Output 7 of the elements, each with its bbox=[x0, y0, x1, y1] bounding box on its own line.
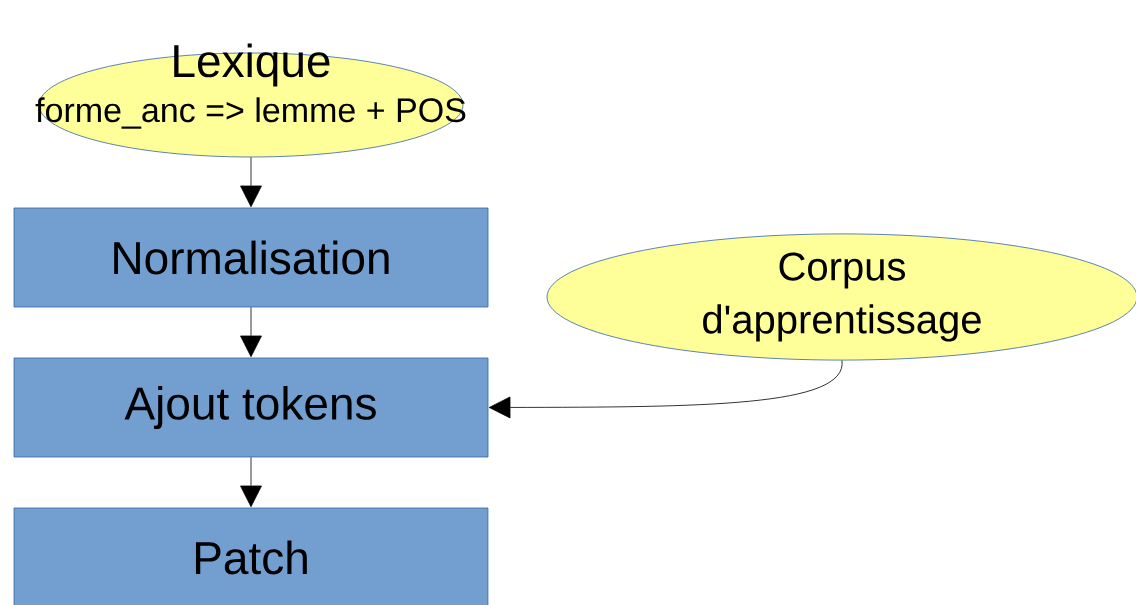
arrow bbox=[240, 457, 262, 508]
arrow bbox=[240, 307, 262, 358]
arrow bbox=[488, 360, 843, 419]
process-box: Normalisation bbox=[13, 207, 489, 308]
process-box: Patch bbox=[13, 507, 489, 605]
arrow bbox=[240, 157, 262, 208]
process-box: Ajout tokens bbox=[13, 357, 489, 458]
